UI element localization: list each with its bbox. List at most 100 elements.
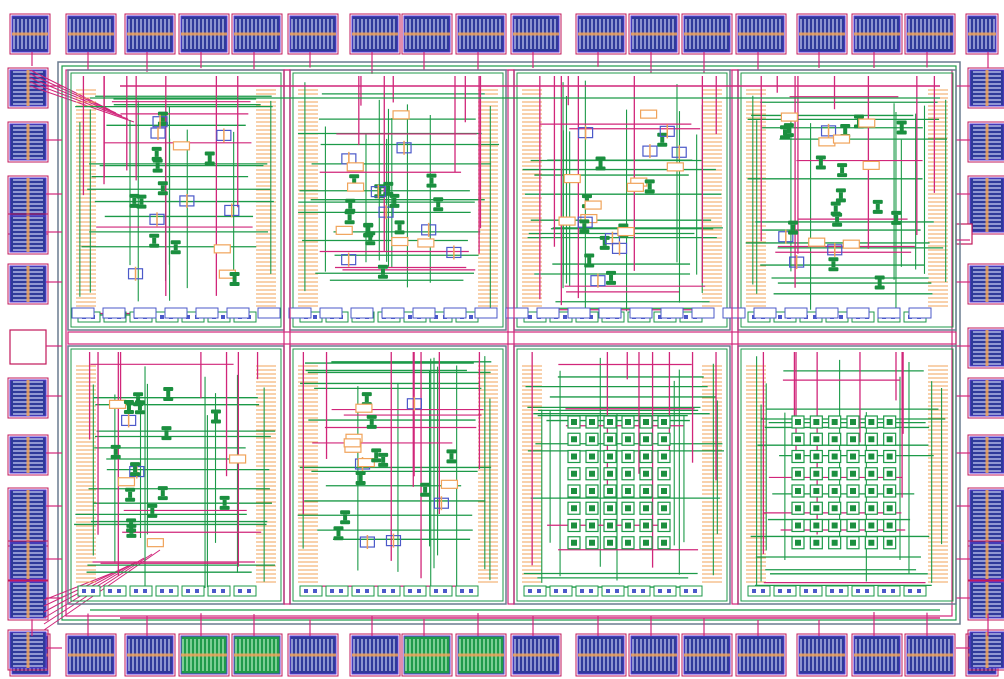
io-cell-contact xyxy=(813,589,817,593)
io-cell xyxy=(77,585,101,597)
via xyxy=(163,396,174,401)
pad-center-bar xyxy=(907,32,953,36)
top-pad-7 xyxy=(349,13,401,55)
io-cell-contact xyxy=(434,589,438,593)
via xyxy=(657,142,668,147)
devices xyxy=(127,111,240,286)
io-cell xyxy=(403,585,427,597)
pad-outline xyxy=(967,67,1004,109)
via xyxy=(389,203,400,208)
bottom-pad-13 xyxy=(681,633,733,677)
via xyxy=(128,491,133,498)
via xyxy=(606,280,617,285)
via xyxy=(595,166,606,171)
pad-outline xyxy=(967,121,1004,163)
poly-resistor xyxy=(229,454,247,464)
via xyxy=(786,127,791,134)
top-pad-15 xyxy=(796,13,848,55)
corner-wire xyxy=(43,569,121,601)
pad-center-bar xyxy=(799,653,845,657)
poly-resistor xyxy=(780,112,798,122)
io-cell-contact xyxy=(908,589,912,593)
right-pad-10 xyxy=(967,540,1004,582)
interface-cell xyxy=(846,307,870,319)
via xyxy=(850,505,856,512)
pad-center-bar xyxy=(26,70,30,106)
top-pad-4 xyxy=(178,13,230,55)
pad-center-bar xyxy=(26,178,30,232)
via xyxy=(644,179,655,184)
pad-center-bar xyxy=(127,32,173,36)
top-pad-14 xyxy=(735,13,787,55)
core-outline xyxy=(57,61,961,625)
right-pad-11 xyxy=(967,579,1004,621)
via xyxy=(377,264,388,269)
via xyxy=(126,533,137,538)
block-r2-c3 xyxy=(513,345,731,605)
pad-center-bar xyxy=(26,582,30,618)
poly-resistor xyxy=(639,109,658,119)
top-pad-8 xyxy=(401,13,453,55)
block-r1-c4 xyxy=(737,69,957,331)
via xyxy=(394,220,405,225)
via xyxy=(840,124,851,129)
via xyxy=(579,229,590,234)
via xyxy=(795,453,801,460)
via xyxy=(868,470,875,477)
via xyxy=(126,404,131,411)
pad-center-bar xyxy=(985,330,989,366)
via xyxy=(598,160,603,167)
pad-outline xyxy=(7,263,49,305)
io-cell-contact xyxy=(117,589,121,593)
block-rail xyxy=(740,72,954,328)
devices xyxy=(791,415,897,550)
left-pad-10 xyxy=(7,540,49,582)
io-cell-contact xyxy=(693,589,697,593)
bottom-pad-7 xyxy=(349,633,401,677)
bottom-pad-3 xyxy=(124,633,176,677)
pad-center-bar xyxy=(738,653,784,657)
pad-outline xyxy=(575,13,627,55)
via xyxy=(618,223,629,228)
pad-outline xyxy=(7,540,49,582)
via xyxy=(831,436,838,443)
via xyxy=(837,173,848,178)
io-cell-contact xyxy=(82,589,86,593)
io-cell-contact xyxy=(365,589,369,593)
via xyxy=(229,271,240,276)
io-cell-contact xyxy=(839,589,843,593)
via xyxy=(832,212,843,217)
via xyxy=(877,279,882,286)
io-cell-contact xyxy=(221,589,225,593)
via xyxy=(886,470,893,477)
via xyxy=(607,488,613,494)
interface-cell xyxy=(474,307,498,319)
pad-center-bar xyxy=(26,266,30,302)
via xyxy=(333,526,344,531)
pad-outline xyxy=(349,13,401,55)
io-cell-contact xyxy=(221,315,225,319)
via xyxy=(589,453,595,460)
via xyxy=(625,419,631,425)
via xyxy=(838,192,843,199)
via xyxy=(160,490,165,497)
io-cell xyxy=(233,585,257,597)
via xyxy=(818,159,823,166)
pad-outline xyxy=(967,629,1004,671)
via xyxy=(133,466,138,473)
io-cell-contact xyxy=(554,589,558,593)
via xyxy=(571,419,577,425)
via xyxy=(129,193,140,198)
via xyxy=(831,470,838,477)
bottom-pad-4 xyxy=(178,633,230,677)
left-pad-8 xyxy=(7,434,49,476)
pad-outline xyxy=(851,13,903,55)
via xyxy=(352,178,357,185)
pad-outline xyxy=(455,13,507,55)
left-pad-empty xyxy=(9,329,47,365)
io-cell-contact xyxy=(563,315,567,319)
devices xyxy=(335,110,462,279)
metal2-routing xyxy=(319,76,482,271)
pad-center-bar xyxy=(985,124,989,160)
via xyxy=(123,400,134,405)
